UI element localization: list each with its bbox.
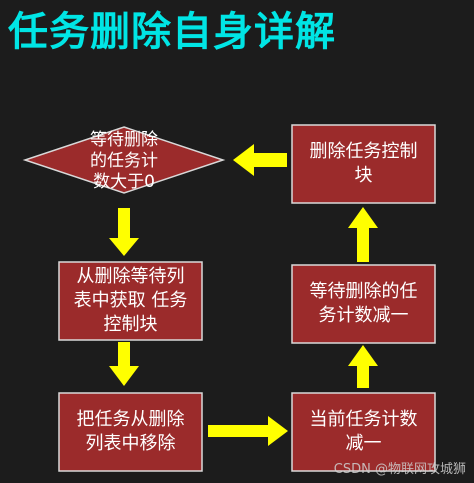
decrement-pending-box bbox=[291, 264, 436, 344]
remove-from-list-text: 把任务从删除 列表中移除 bbox=[76, 409, 185, 454]
arrow-right-1 bbox=[208, 416, 288, 446]
watermark: CSDN @物联网攻城狮 bbox=[333, 462, 466, 477]
decision-diamond bbox=[22, 126, 226, 194]
page-title: 任务删除自身详解 bbox=[8, 9, 336, 55]
arrow-up-1 bbox=[348, 345, 378, 388]
remove-from-list-box bbox=[58, 392, 203, 472]
delete-tcb-text: 删除任务控制 块 bbox=[309, 141, 418, 186]
decrement-current-box bbox=[291, 392, 436, 472]
arrow-down-1 bbox=[109, 208, 139, 256]
arrow-left-1 bbox=[233, 144, 287, 176]
delete-tcb-box bbox=[291, 124, 436, 204]
get-tcb-box bbox=[58, 261, 203, 341]
arrow-down-2 bbox=[109, 342, 139, 386]
get-tcb-text: 从删除等待列 表中获取 任务 控制块 bbox=[73, 266, 188, 335]
decision-text: 等待删除 的任务计 数大于0 bbox=[90, 129, 158, 192]
decrement-current-text: 当前任务计数 减一 bbox=[309, 409, 418, 454]
arrow-up-2 bbox=[348, 207, 378, 262]
decrement-pending-text: 等待删除的任 务计数减一 bbox=[309, 281, 418, 326]
